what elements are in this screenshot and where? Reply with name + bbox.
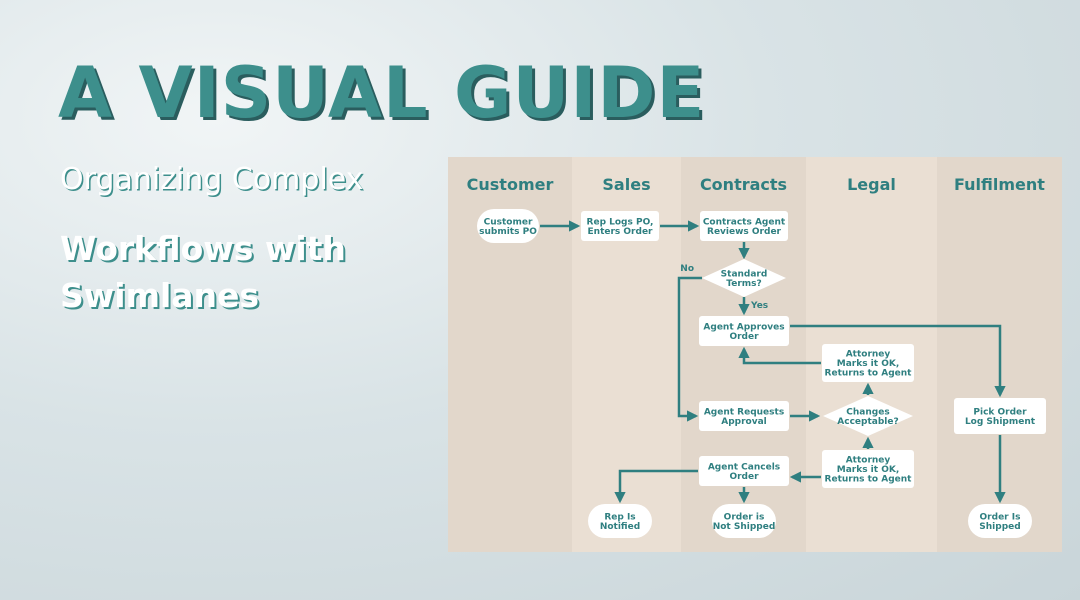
- process-box: [699, 456, 789, 486]
- process-box: [954, 398, 1046, 434]
- node-label: Notified: [600, 522, 640, 532]
- node-label: Approval: [721, 417, 767, 427]
- edge-n4-n7: [677, 276, 702, 422]
- node-label: Agent Approves: [703, 322, 784, 332]
- process-box: [822, 450, 914, 488]
- lane-title-contracts: Contracts: [700, 175, 787, 194]
- lane-title-legal: Legal: [847, 175, 896, 194]
- node-label: Changes: [846, 407, 889, 417]
- edge-n5-n9: [790, 324, 1006, 398]
- node-label: Attorney: [846, 350, 891, 360]
- node-label: Order Is: [980, 512, 1021, 522]
- node-label: submits PO: [479, 227, 537, 237]
- terminal-pill: [968, 504, 1032, 538]
- node-label: Order is: [724, 512, 765, 522]
- lane-title-fulfilment: Fulfilment: [954, 175, 1045, 194]
- node-label: Marks it OK,: [837, 359, 900, 369]
- node-label: Customer: [484, 217, 533, 227]
- node-label: Attorney: [846, 456, 891, 466]
- process-box: [581, 211, 659, 241]
- edge-n10-n12: [614, 469, 698, 504]
- process-box: [699, 401, 789, 431]
- node-label: Rep Logs PO,: [587, 217, 654, 227]
- node-label: Marks it OK,: [837, 465, 900, 475]
- node-label: Agent Cancels: [708, 462, 780, 472]
- node-label: Shipped: [979, 522, 1020, 532]
- lane-title-customer: Customer: [467, 175, 554, 194]
- edge-label-no: No: [680, 264, 694, 274]
- node-label: Order: [729, 472, 759, 482]
- subtitle-line-1: Organizing Complex: [60, 162, 364, 197]
- edge-n6-n5: [738, 346, 821, 365]
- node-label: Log Shipment: [965, 417, 1036, 427]
- lane-title-sales: Sales: [602, 175, 650, 194]
- node-label: Acceptable?: [837, 417, 898, 427]
- node-label: Returns to Agent: [825, 369, 913, 379]
- swimlane-diagram-canvas: Customer Sales Contracts Legal FulfilmentYes…: [448, 157, 1062, 552]
- terminal-pill: [477, 209, 539, 243]
- process-box: [700, 211, 788, 241]
- subtitle-line-2: Workflows with Swimlanes: [60, 229, 346, 315]
- page-title: A VISUAL GUIDE: [58, 52, 706, 134]
- edges: Yes No: [540, 220, 1006, 504]
- node-label: Agent Requests: [704, 407, 784, 417]
- decision-diamond: [702, 259, 786, 297]
- terminal-pill: [712, 504, 776, 538]
- node-label: Returns to Agent: [825, 475, 913, 485]
- node-label: Order: [729, 332, 759, 342]
- edge-label-yes: Yes: [750, 301, 768, 311]
- node-label: Standard: [721, 269, 768, 279]
- node-label: Rep Is: [604, 512, 635, 522]
- node-label: Not Shipped: [713, 522, 776, 532]
- node-label: Enters Order: [588, 227, 654, 237]
- node-label: Contracts Agent: [703, 217, 786, 227]
- node-label: Pick Order: [973, 407, 1027, 417]
- process-box: [822, 344, 914, 382]
- process-box: [699, 316, 789, 346]
- decision-diamond: [823, 396, 913, 436]
- terminal-pill: [588, 504, 652, 538]
- node-label: Terms?: [726, 279, 761, 289]
- node-n2-rect: Rep Logs PO,Enters Order: [581, 211, 659, 241]
- node-label: Reviews Order: [707, 227, 782, 237]
